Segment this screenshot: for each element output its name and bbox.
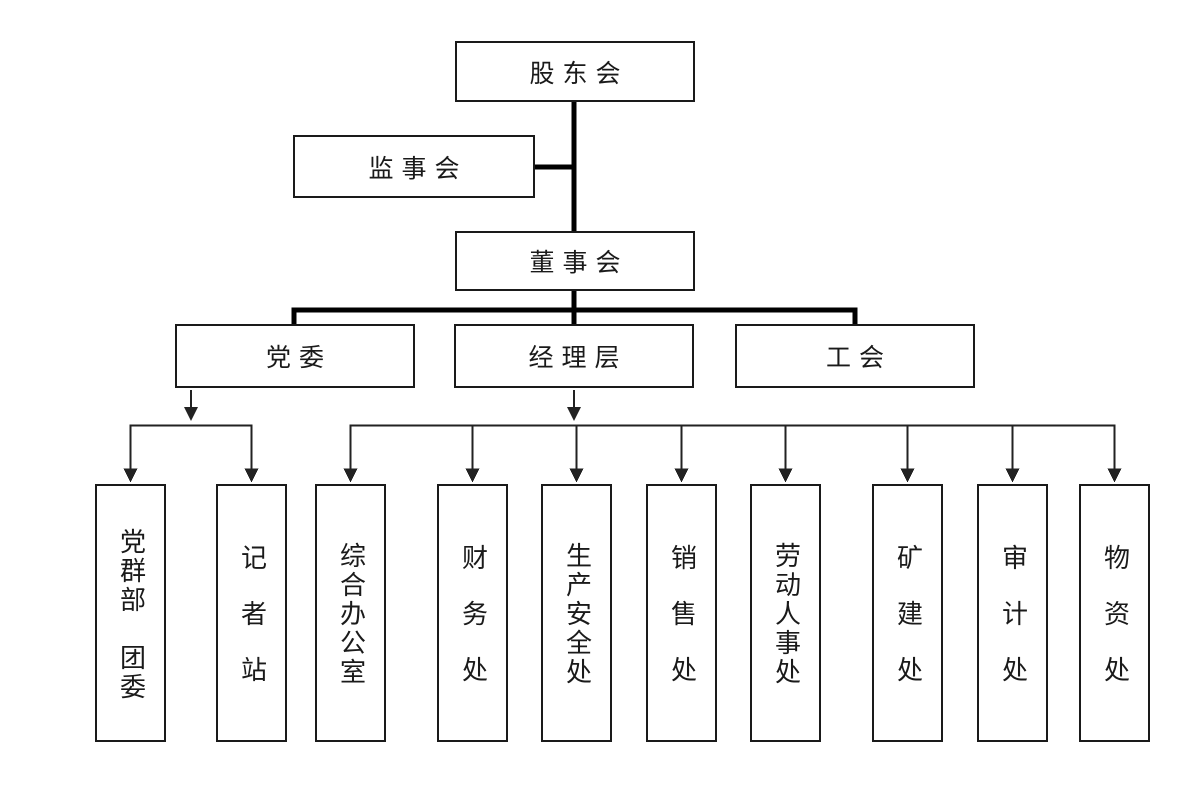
- dept-label: 综合办公室: [336, 542, 366, 687]
- node-labor-union-label: 工会: [825, 345, 892, 372]
- mgmt-drop-2-arrowhead: [465, 468, 480, 483]
- node-board: 董事会: [455, 231, 695, 291]
- dept-label: 生产安全处: [562, 542, 592, 687]
- management-arrowhead: [567, 407, 581, 421]
- party-drop-1-arrowhead: [123, 468, 138, 483]
- node-party-committee: 党委: [175, 324, 415, 388]
- mgmt-drop-1-arrowhead: [343, 468, 358, 483]
- dept-label: 党群部 团委: [116, 527, 146, 702]
- node-dept-materials: 物资处: [1079, 484, 1150, 742]
- node-dept-party-mass-youth: 党群部 团委: [95, 484, 166, 742]
- mgmt-drop-4-arrowhead: [674, 468, 689, 483]
- node-dept-mine-construction: 矿建处: [872, 484, 943, 742]
- node-supervisory: 监事会: [293, 135, 535, 198]
- node-shareholders-label: 股东会: [529, 60, 629, 88]
- party-branch-arrows: [123, 390, 259, 483]
- mgmt-drop-3-arrowhead: [569, 468, 584, 483]
- dept-label: 审计处: [998, 544, 1028, 712]
- node-dept-production-safety: 生产安全处: [541, 484, 612, 742]
- node-management: 经理层: [454, 324, 694, 388]
- party-drop-2-arrowhead: [244, 468, 259, 483]
- dept-label: 劳动人事处: [771, 542, 801, 687]
- party-arrowhead: [184, 407, 198, 421]
- dept-label: 财务处: [458, 544, 488, 712]
- node-shareholders: 股东会: [455, 41, 695, 102]
- dept-label: 物资处: [1100, 544, 1130, 712]
- node-dept-finance: 财务处: [437, 484, 508, 742]
- management-branch-arrows: [343, 390, 1122, 483]
- node-dept-general-office: 综合办公室: [315, 484, 386, 742]
- node-supervisory-label: 监事会: [368, 155, 468, 183]
- node-dept-sales: 销售处: [646, 484, 717, 742]
- dept-label: 矿建处: [893, 544, 923, 712]
- mgmt-drop-5-arrowhead: [778, 468, 793, 483]
- node-management-label: 经理层: [528, 345, 628, 372]
- dept-label: 记者站: [237, 544, 267, 712]
- node-dept-reporter-station: 记者站: [216, 484, 287, 742]
- node-party-committee-label: 党委: [265, 345, 332, 372]
- trunk-connectors: [291, 101, 858, 324]
- node-dept-labor-personnel: 劳动人事处: [750, 484, 821, 742]
- mgmt-drop-6-arrowhead: [900, 468, 915, 483]
- node-dept-audit: 审计处: [977, 484, 1048, 742]
- mgmt-drop-7-arrowhead: [1005, 468, 1020, 483]
- mgmt-drop-8-arrowhead: [1107, 468, 1122, 483]
- node-labor-union: 工会: [735, 324, 975, 388]
- node-board-label: 董事会: [529, 250, 629, 277]
- dept-label: 销售处: [667, 544, 697, 712]
